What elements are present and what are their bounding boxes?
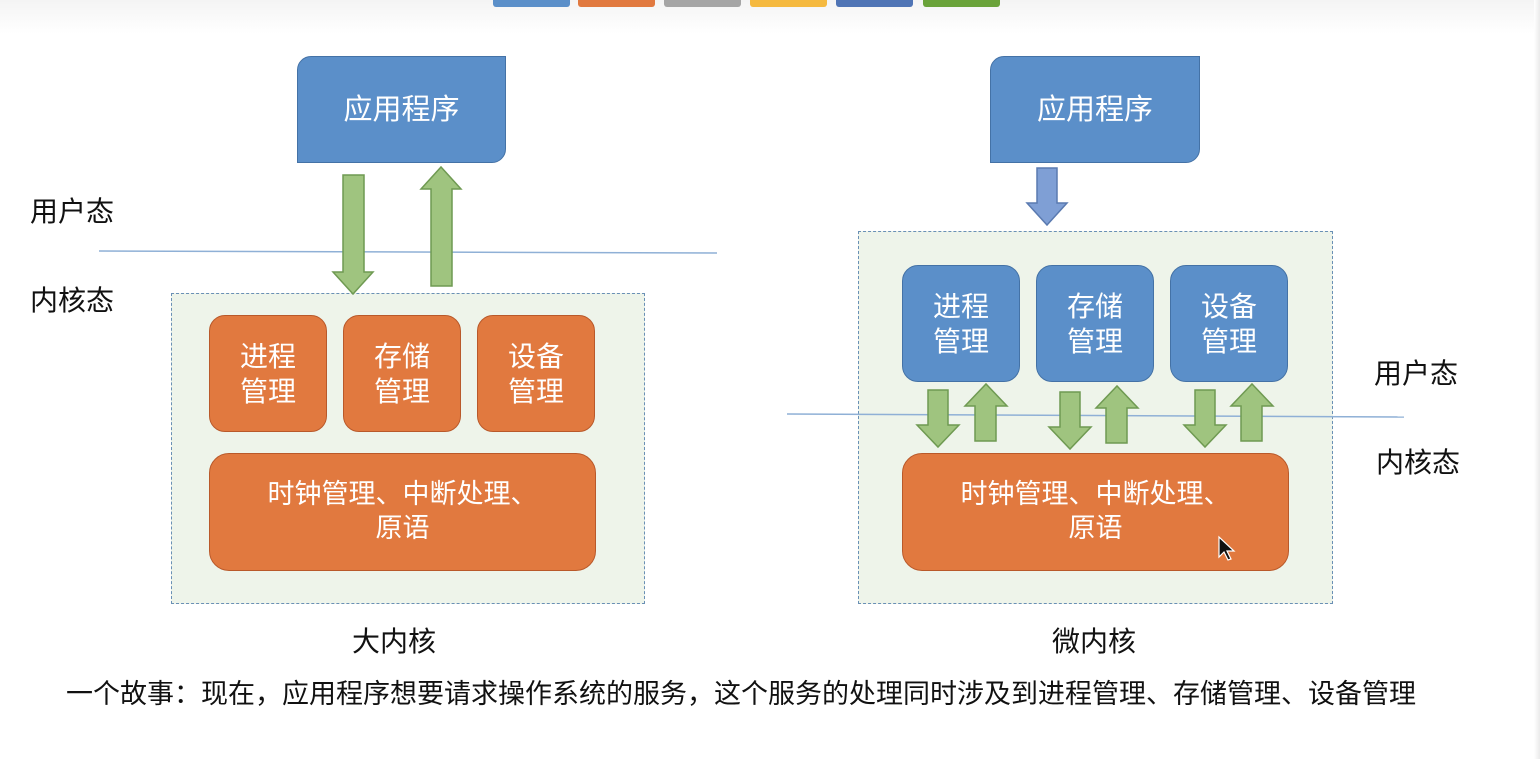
monolithic-mode-divider (98, 250, 718, 254)
mouse-pointer-icon (1218, 535, 1236, 561)
microkernel-storage-down-arrow (1047, 391, 1093, 451)
monolithic-base-services-label: 时钟管理、中断处理、 原语 (267, 479, 538, 544)
monolithic-storage-mgmt-label: 存储 管理 (373, 339, 430, 408)
story-text: 一个故事：现在，应用程序想要请求操作系统的服务，这个服务的处理同时涉及到进程管理… (66, 679, 1416, 710)
microkernel-device-mgmt-label: 设备 管理 (1200, 289, 1257, 358)
toolbar-tab-1[interactable] (493, 0, 570, 7)
monolithic-user-mode-label: 用户态 (30, 195, 115, 228)
monolithic-storage-mgmt-box: 存储 管理 (343, 315, 461, 432)
toolbar-tab-4[interactable] (750, 0, 827, 7)
window-edge (1534, 0, 1540, 759)
microkernel-device-up-arrow (1229, 382, 1275, 442)
toolbar-tab-6[interactable] (923, 0, 1000, 7)
microkernel-app-down-arrow (1025, 167, 1069, 227)
monolithic-up-arrow (419, 165, 463, 287)
monolithic-app-box: 应用程序 (297, 56, 506, 163)
monolithic-kernel-caption: 大内核 (352, 625, 437, 658)
microkernel-storage-mgmt-box: 存储 管理 (1036, 265, 1154, 382)
microkernel-process-down-arrow (915, 389, 961, 449)
top-toolbar (0, 0, 1540, 34)
microkernel-process-mgmt-box: 进程 管理 (902, 265, 1020, 382)
microkernel-base-services-label: 时钟管理、中断处理、 原语 (960, 479, 1231, 544)
monolithic-device-mgmt-box: 设备 管理 (477, 315, 595, 432)
monolithic-device-mgmt-label: 设备 管理 (507, 339, 564, 408)
microkernel-app-box: 应用程序 (990, 56, 1200, 163)
toolbar-tab-2[interactable] (578, 0, 655, 7)
monolithic-base-services-box: 时钟管理、中断处理、 原语 (209, 453, 596, 571)
microkernel-storage-mgmt-label: 存储 管理 (1066, 289, 1123, 358)
monolithic-process-mgmt-label: 进程 管理 (239, 339, 296, 408)
microkernel-process-up-arrow (963, 382, 1009, 442)
microkernel-app-label: 应用程序 (1036, 92, 1153, 127)
microkernel-caption: 微内核 (1052, 625, 1137, 658)
microkernel-mode-divider (786, 413, 1405, 418)
toolbar-tab-5[interactable] (836, 0, 913, 7)
monolithic-kernel-mode-label: 内核态 (30, 284, 115, 317)
microkernel-storage-up-arrow (1094, 384, 1140, 444)
microkernel-process-mgmt-label: 进程 管理 (932, 289, 989, 358)
microkernel-device-down-arrow (1182, 389, 1228, 449)
microkernel-kernel-mode-label: 内核态 (1376, 446, 1461, 479)
microkernel-user-mode-label: 用户态 (1374, 357, 1459, 390)
toolbar-tab-3[interactable] (664, 0, 741, 7)
monolithic-app-label: 应用程序 (343, 92, 460, 127)
monolithic-down-arrow (331, 174, 375, 296)
monolithic-process-mgmt-box: 进程 管理 (209, 315, 327, 432)
microkernel-device-mgmt-box: 设备 管理 (1170, 265, 1288, 382)
